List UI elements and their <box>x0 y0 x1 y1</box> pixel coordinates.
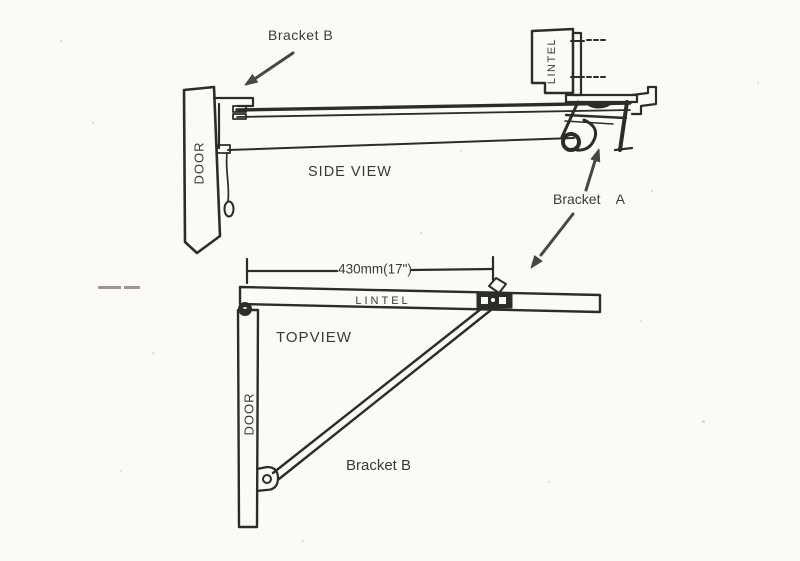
brace-edge-line <box>227 137 575 151</box>
scan-speck <box>702 420 705 423</box>
door-bracket-b-hardware <box>212 96 255 154</box>
scan-speck <box>152 352 154 354</box>
scan-speck <box>120 470 122 472</box>
cord-ring <box>223 200 235 218</box>
scan-speck <box>420 232 422 234</box>
lintel-label-top: LINTEL <box>355 295 411 307</box>
door-panel <box>182 85 222 255</box>
scan-speck <box>640 320 642 322</box>
door-bar <box>236 308 260 529</box>
bracket-a-pointer-arrow <box>584 148 601 192</box>
scan-speck <box>548 481 550 483</box>
lintel-fixing-plate <box>476 277 513 309</box>
scan-speck <box>757 82 759 84</box>
scan-speck <box>651 190 653 192</box>
track-end-bracket <box>630 85 658 116</box>
bracket-b-label-top: Bracket B <box>346 457 412 474</box>
top-view-pointer-arrow <box>530 212 575 269</box>
side-view-drawing <box>182 27 658 255</box>
bracket-b-label-side: Bracket B <box>268 27 334 43</box>
scan-speck <box>60 40 62 42</box>
bracket-a-frame <box>560 93 639 152</box>
lintel-label-side: LINTEL <box>546 37 558 85</box>
scan-speck <box>302 540 304 542</box>
brace-tab <box>255 465 280 493</box>
top-view-title: TOPVIEW <box>276 329 352 346</box>
lintel-block <box>530 27 575 95</box>
top-view-drawing <box>236 255 602 529</box>
roller-hook <box>561 118 598 152</box>
bracket-b-arrow <box>244 51 295 86</box>
door-label-top: DOOR <box>241 392 257 436</box>
scan-speck <box>460 150 462 152</box>
side-view-title: SIDE VIEW <box>308 164 392 180</box>
dimension-label: 430mm(17") <box>338 261 412 277</box>
diagonal-brace <box>271 303 493 481</box>
scan-stray-mark <box>98 286 140 289</box>
lintel-mount-plate <box>570 31 609 97</box>
dimension-line <box>245 255 495 285</box>
lintel-bar <box>238 285 602 314</box>
door-label-side: DOOR <box>191 141 207 185</box>
pull-cord <box>225 152 230 202</box>
scan-speck <box>92 122 94 124</box>
bracket-a-label: Bracket A <box>553 191 625 207</box>
track-arm <box>235 101 632 118</box>
